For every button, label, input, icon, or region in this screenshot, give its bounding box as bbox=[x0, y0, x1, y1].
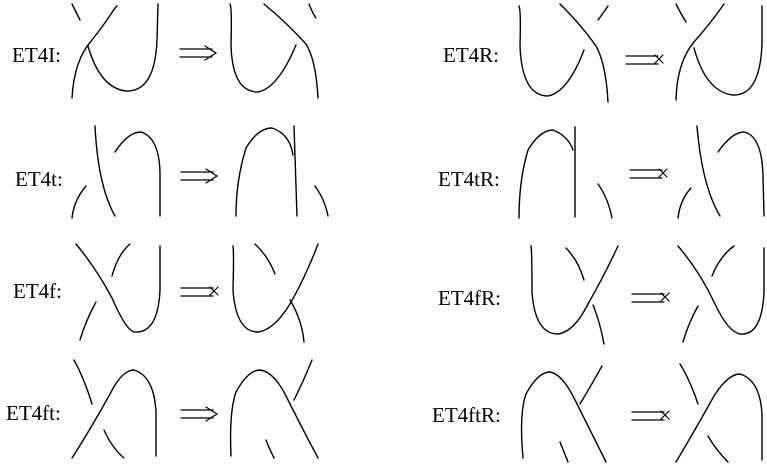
tangle-after bbox=[675, 3, 763, 101]
move-label: ET4ftR: bbox=[432, 403, 501, 427]
move-label: ET4fR: bbox=[438, 286, 501, 310]
move-et4i: ET4I: bbox=[12, 3, 319, 99]
implies-arrow bbox=[625, 54, 664, 65]
tangle-before bbox=[518, 3, 609, 103]
move-label: ET4f: bbox=[13, 279, 62, 303]
tangle-after bbox=[232, 243, 319, 343]
move-et4r: ET4R: bbox=[443, 3, 763, 103]
move-et4t: ET4t: bbox=[15, 125, 329, 219]
tangle-after bbox=[229, 359, 319, 459]
move-et4ftr: ET4ftR: bbox=[432, 363, 763, 463]
tangle-after bbox=[677, 125, 765, 219]
move-label: ET4tR: bbox=[438, 167, 500, 191]
tangle-before bbox=[520, 365, 607, 463]
implies-arrow bbox=[629, 168, 668, 179]
implies-arrow bbox=[179, 45, 218, 61]
move-label: ET4I: bbox=[12, 43, 61, 67]
tangle-after bbox=[675, 363, 763, 463]
tangle-before bbox=[71, 125, 161, 219]
move-et4ft: ET4ft: bbox=[6, 359, 319, 459]
tangle-before bbox=[71, 359, 157, 459]
tangle-before bbox=[75, 243, 161, 341]
tangle-before bbox=[71, 3, 159, 99]
implies-arrow bbox=[180, 286, 219, 297]
tangle-after bbox=[677, 245, 765, 343]
move-et4tr: ET4tR: bbox=[438, 125, 765, 219]
implies-arrow bbox=[631, 410, 670, 421]
tangle-after bbox=[229, 3, 319, 99]
tangle-before bbox=[518, 126, 613, 219]
move-et4f: ET4f: bbox=[13, 243, 319, 343]
move-label: ET4ft: bbox=[6, 401, 61, 425]
move-label: ET4R: bbox=[443, 43, 499, 67]
move-label: ET4t: bbox=[15, 167, 63, 191]
tangle-after bbox=[235, 125, 329, 217]
implies-arrow bbox=[180, 168, 219, 184]
implies-arrow bbox=[180, 406, 219, 422]
move-et4fr: ET4fR: bbox=[438, 245, 765, 345]
implies-arrow bbox=[631, 292, 670, 303]
tangle-before bbox=[530, 245, 619, 345]
